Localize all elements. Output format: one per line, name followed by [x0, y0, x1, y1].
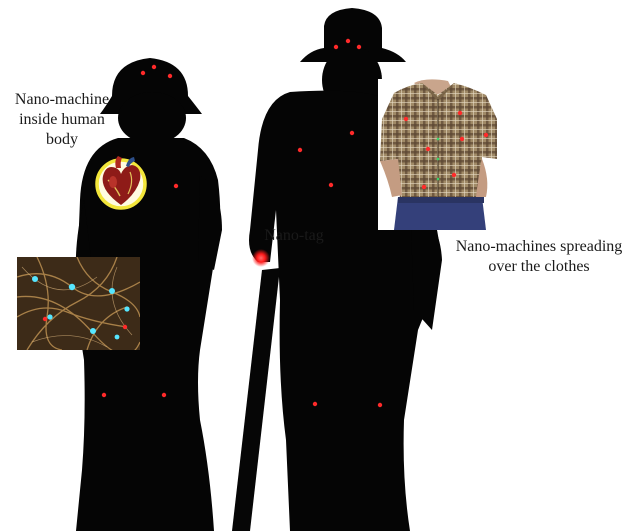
nano-dot — [102, 393, 106, 397]
label-nano-tag: Nano-tag — [254, 226, 334, 246]
label-line: inside human — [6, 110, 118, 130]
label-nano-machines-clothes: Nano-machines spreading over the clothes — [444, 237, 634, 277]
plaid-shirt-photo — [378, 79, 497, 230]
nano-dot — [346, 39, 350, 43]
nano-dot — [162, 393, 166, 397]
nano-dot — [350, 131, 354, 135]
nano-dot — [152, 65, 156, 69]
walking-cane — [232, 268, 280, 531]
label-line: body — [6, 130, 118, 150]
nano-dot — [329, 183, 333, 187]
neuron-network-image — [17, 257, 140, 350]
label-line: Nano-machine — [6, 90, 118, 110]
label-line: Nano-machines spreading — [444, 237, 634, 257]
nano-dot — [378, 403, 382, 407]
nano-dot — [334, 45, 338, 49]
nano-dot — [298, 148, 302, 152]
nano-dot — [313, 402, 317, 406]
label-nano-machine-inside-body: Nano-machine inside human body — [6, 90, 118, 150]
nano-dot — [168, 74, 172, 78]
nano-tag-glow — [252, 249, 270, 267]
label-line: over the clothes — [444, 257, 634, 277]
nano-dot — [357, 45, 361, 49]
nano-dot — [174, 184, 178, 188]
nano-dot — [141, 71, 145, 75]
